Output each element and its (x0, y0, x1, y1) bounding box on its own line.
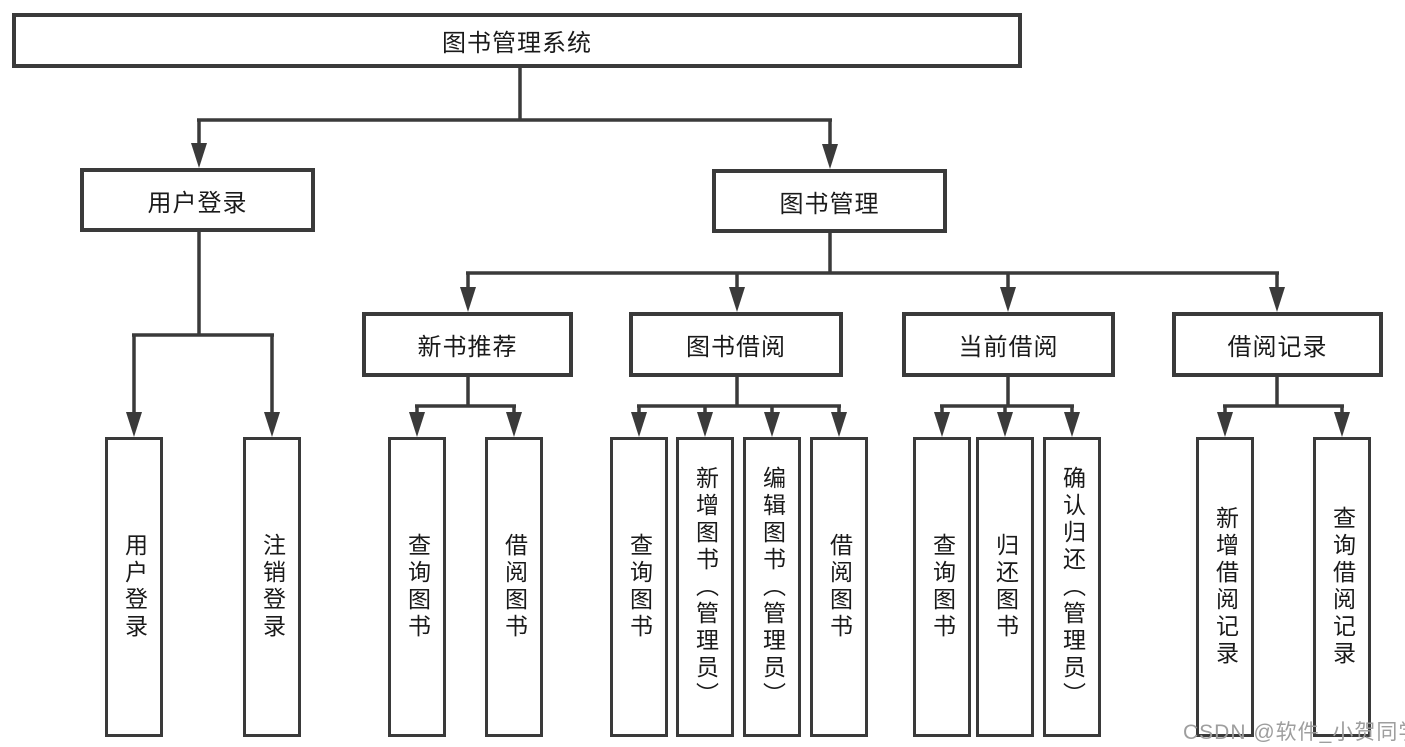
leaf-logout-label: 注销登录 (259, 533, 286, 641)
leaf-query-borrow-record: 查询借阅记录 (1313, 437, 1371, 737)
leaf-recommend-borrow-books-label: 借阅图书 (501, 533, 528, 641)
node-user-login-label: 用户登录 (147, 189, 248, 217)
arrow-down-icons (126, 143, 1350, 437)
leaf-query-borrow-record-label: 查询借阅记录 (1329, 506, 1356, 668)
node-borrowing-records-label: 借阅记录 (1227, 334, 1328, 361)
leaf-edit-books-admin: 编辑图书（管理员） (743, 437, 801, 737)
node-current-borrowing: 当前借阅 (902, 312, 1115, 377)
node-book-borrowing: 图书借阅 (629, 312, 843, 377)
leaf-add-borrow-record: 新增借阅记录 (1196, 437, 1254, 737)
leaf-add-books-admin: 新增图书（管理员） (676, 437, 734, 737)
leaf-edit-books-admin-label: 编辑图书（管理员） (759, 465, 786, 709)
node-book-management: 图书管理 (712, 169, 947, 233)
leaf-borrowing-query-books: 查询图书 (610, 437, 668, 737)
leaf-recommend-borrow-books: 借阅图书 (485, 437, 543, 737)
leaf-user-login: 用户登录 (105, 437, 163, 737)
leaf-return-books: 归还图书 (976, 437, 1034, 737)
leaf-confirm-return-admin: 确认归还（管理员） (1043, 437, 1101, 737)
leaf-borrowing-query-books-label: 查询图书 (626, 533, 653, 641)
leaf-current-query-books: 查询图书 (913, 437, 971, 737)
watermark: CSDN @软件_小贺同学 (1183, 721, 1405, 744)
tree-edges (132, 66, 1344, 415)
node-root-label: 图书管理系统 (442, 30, 592, 57)
leaf-recommend-query-books: 查询图书 (388, 437, 446, 737)
leaf-user-login-label: 用户登录 (121, 533, 148, 641)
leaf-return-books-label: 归还图书 (992, 533, 1019, 641)
leaf-current-query-books-label: 查询图书 (929, 533, 956, 641)
leaf-recommend-query-books-label: 查询图书 (404, 533, 431, 641)
node-borrowing-records: 借阅记录 (1172, 312, 1383, 377)
leaf-borrow-books-label: 借阅图书 (826, 533, 853, 641)
leaf-confirm-return-admin-label: 确认归还（管理员） (1059, 465, 1086, 709)
node-book-management-label: 图书管理 (779, 190, 880, 218)
leaf-add-books-admin-label: 新增图书（管理员） (692, 465, 719, 709)
node-root-system: 图书管理系统 (12, 13, 1022, 68)
node-book-borrowing-label: 图书借阅 (686, 334, 786, 361)
leaf-logout: 注销登录 (243, 437, 301, 737)
node-new-book-recommendation: 新书推荐 (362, 312, 573, 377)
leaf-add-borrow-record-label: 新增借阅记录 (1212, 506, 1239, 668)
node-new-book-recommendation-label: 新书推荐 (417, 334, 518, 361)
leaf-borrow-books: 借阅图书 (810, 437, 868, 737)
node-current-borrowing-label: 当前借阅 (958, 334, 1059, 361)
node-user-login: 用户登录 (80, 168, 315, 232)
